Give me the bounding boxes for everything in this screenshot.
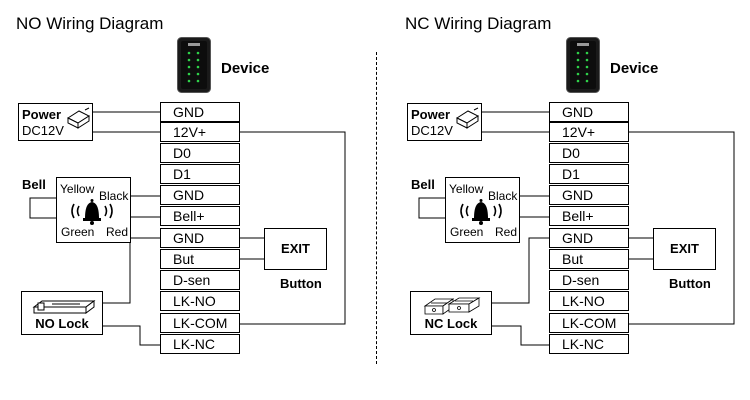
- terminal-lk-nc: LK-NC: [160, 334, 240, 354]
- terminal-d0: D0: [549, 143, 629, 163]
- no-wiring-panel: NO Wiring Diagram: [16, 14, 346, 354]
- power-label: Power: [22, 107, 62, 122]
- wire-red-label: Red: [495, 225, 518, 239]
- bolt-lock-icon: [32, 300, 96, 314]
- power-voltage: DC12V: [411, 123, 453, 138]
- terminal-gnd: GND: [549, 228, 629, 248]
- bell-icon: [460, 199, 502, 225]
- terminal-but: But: [549, 249, 629, 269]
- bell-icon: [71, 199, 113, 225]
- keypad-device-icon: [566, 37, 600, 93]
- wire-green-label: Green: [450, 225, 484, 239]
- bell-label: Bell: [22, 177, 46, 192]
- wiring-lines: [29, 111, 346, 346]
- exit-button-box: EXIT: [653, 228, 716, 270]
- magnetic-lock-icon: [423, 297, 481, 315]
- terminal-gnd: GND: [549, 102, 629, 122]
- terminal-12v: 12V+: [160, 122, 240, 142]
- lock-box: NO Lock: [21, 291, 103, 335]
- device-label: Device: [610, 60, 659, 77]
- terminal-gnd: GND: [160, 185, 240, 205]
- terminal-lk-nc: LK-NC: [549, 334, 629, 354]
- terminal-d1: D1: [549, 164, 629, 184]
- power-supply-box: Power DC12V: [407, 103, 482, 141]
- keypad-device-icon: [177, 37, 211, 93]
- power-adapter-icon: [66, 107, 91, 129]
- power-supply-box: Power DC12V: [18, 103, 93, 141]
- terminal-dsen: D-sen: [160, 270, 240, 290]
- power-label: Power: [411, 107, 451, 122]
- bell-label: Bell: [411, 177, 435, 192]
- terminal-gnd: GND: [160, 228, 240, 248]
- bell-box: Yellow Black Green Red: [445, 177, 520, 243]
- exit-label: EXIT: [281, 241, 310, 256]
- terminal-bell: Bell+: [160, 206, 240, 226]
- exit-button-box: EXIT: [264, 228, 327, 270]
- bell-box: Yellow Black Green Red: [56, 177, 131, 243]
- exit-label: EXIT: [670, 241, 699, 256]
- terminal-d0: D0: [160, 143, 240, 163]
- panel-divider: [376, 52, 377, 364]
- lock-label: NO Lock: [35, 316, 89, 331]
- wire-green-label: Green: [61, 225, 95, 239]
- terminal-gnd: GND: [160, 102, 240, 122]
- wire-red-label: Red: [106, 225, 129, 239]
- wiring-lines: [418, 111, 735, 346]
- terminal-dsen: D-sen: [549, 270, 629, 290]
- terminal-gnd: GND: [549, 185, 629, 205]
- terminal-lk-com: LK-COM: [549, 313, 629, 333]
- diagram-title: NO Wiring Diagram: [16, 14, 164, 33]
- terminal-bell: Bell+: [549, 206, 629, 226]
- diagram-title: NC Wiring Diagram: [405, 14, 552, 33]
- lock-box: NC Lock: [410, 291, 492, 335]
- terminal-lk-no: LK-NO: [160, 291, 240, 311]
- terminal-lk-com: LK-COM: [160, 313, 240, 333]
- exit-button-caption: Button: [280, 276, 322, 291]
- terminal-12v: 12V+: [549, 122, 629, 142]
- nc-wiring-panel: NC Wiring Diagram Device GND 12V: [389, 0, 750, 400]
- power-voltage: DC12V: [22, 123, 64, 138]
- lock-label: NC Lock: [424, 316, 478, 331]
- wire-yellow-label: Yellow: [60, 182, 95, 196]
- wire-yellow-label: Yellow: [449, 182, 484, 196]
- terminal-d1: D1: [160, 164, 240, 184]
- wire-black-label: Black: [99, 189, 129, 203]
- power-adapter-icon: [455, 107, 480, 129]
- terminal-but: But: [160, 249, 240, 269]
- wire-black-label: Black: [488, 189, 518, 203]
- device-label: Device: [221, 60, 270, 77]
- exit-button-caption: Button: [669, 276, 711, 291]
- terminal-lk-no: LK-NO: [549, 291, 629, 311]
